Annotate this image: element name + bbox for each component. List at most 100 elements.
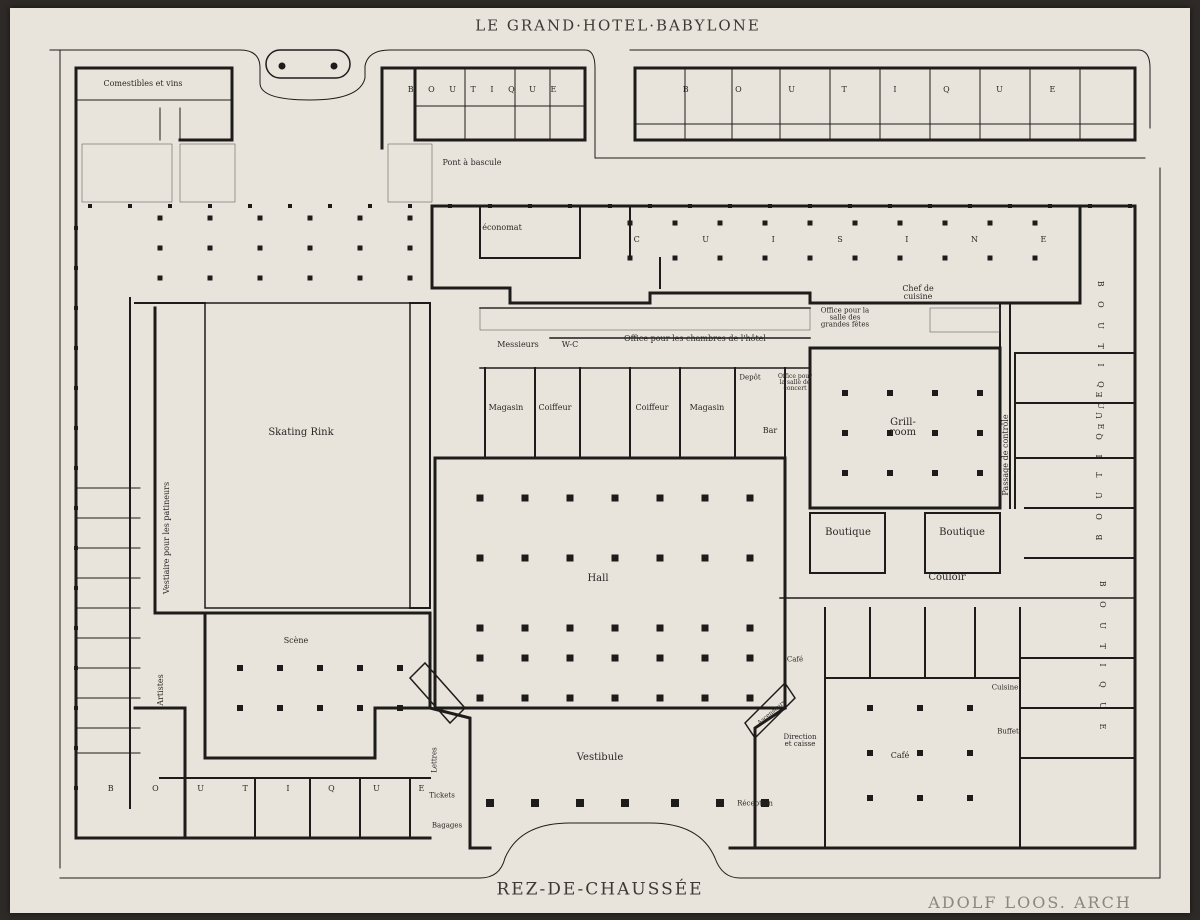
- column-mark: [207, 215, 213, 221]
- column-mark: [476, 654, 484, 662]
- column-mark: [611, 694, 619, 702]
- column-mark: [701, 624, 709, 632]
- column-mark: [932, 470, 938, 476]
- column-mark: [656, 554, 664, 562]
- column-mark: [74, 546, 78, 550]
- column-mark: [1048, 204, 1052, 208]
- column-mark: [74, 706, 78, 710]
- column-mark: [528, 204, 532, 208]
- column-mark: [611, 624, 619, 632]
- column-mark: [74, 226, 78, 230]
- column-mark: [768, 204, 772, 208]
- room-label-chef-de-cuisine: Chef de cuisine: [902, 284, 934, 301]
- column-mark: [897, 220, 903, 226]
- column-mark: [887, 430, 893, 436]
- column-mark: [807, 220, 813, 226]
- column-mark: [407, 275, 413, 281]
- room-label-office-salle-fetes: Office pour la salle des grandes fêtes: [820, 306, 870, 329]
- column-mark: [656, 494, 664, 502]
- column-mark: [1128, 204, 1132, 208]
- room-label-couloir: Couloir: [928, 572, 966, 583]
- column-mark: [317, 705, 323, 711]
- room-label-cuisine: C U I S I N E: [633, 235, 1077, 244]
- columns: [74, 204, 1132, 807]
- column-mark: [701, 494, 709, 502]
- column-mark: [237, 665, 243, 671]
- room-label-boutique-right-3: B O U T I Q U E: [1098, 580, 1107, 736]
- column-mark: [887, 470, 893, 476]
- column-mark: [932, 390, 938, 396]
- column-mark: [248, 204, 252, 208]
- column-mark: [746, 694, 754, 702]
- column-mark: [761, 799, 769, 807]
- column-mark: [566, 624, 574, 632]
- column-mark: [848, 204, 852, 208]
- room-label-boutique-small-left: Boutique: [825, 527, 871, 538]
- column-mark: [288, 204, 292, 208]
- column-mark: [701, 554, 709, 562]
- room-label-skating-rink: Skating Rink: [268, 427, 334, 438]
- column-mark: [357, 245, 363, 251]
- room-label-pont-a-bascule: Pont à bascule: [442, 158, 502, 167]
- room-label-vestibule: Vestibule: [576, 752, 624, 763]
- column-mark: [887, 390, 893, 396]
- wall-comestibles: [74, 66, 234, 210]
- column-mark: [656, 654, 664, 662]
- column-mark: [566, 694, 574, 702]
- column-mark: [621, 799, 629, 807]
- column-mark: [611, 554, 619, 562]
- column-mark: [521, 554, 529, 562]
- room-label-messieurs: Messieurs: [497, 340, 539, 349]
- column-mark: [74, 786, 78, 790]
- column-mark: [407, 215, 413, 221]
- column-mark: [566, 554, 574, 562]
- column-mark: [717, 255, 723, 261]
- column-mark: [237, 705, 243, 711]
- column-mark: [357, 215, 363, 221]
- column-mark: [476, 554, 484, 562]
- hall-outline: [433, 456, 787, 710]
- column-mark: [448, 204, 452, 208]
- column-mark: [671, 799, 679, 807]
- wall-boutique-top-mid: [380, 66, 587, 150]
- column-mark: [842, 430, 848, 436]
- column-mark: [207, 245, 213, 251]
- room-label-scene: Scène: [283, 636, 309, 645]
- column-mark: [968, 204, 972, 208]
- column-mark: [987, 255, 993, 261]
- column-mark: [648, 204, 652, 208]
- column-mark: [842, 390, 848, 396]
- column-mark: [897, 255, 903, 261]
- column-mark: [688, 204, 692, 208]
- wall-vestibule: [428, 705, 788, 850]
- column-mark: [397, 705, 403, 711]
- column-mark: [762, 255, 768, 261]
- column-mark: [208, 204, 212, 208]
- column-mark: [168, 204, 172, 208]
- column-mark: [307, 245, 313, 251]
- room-label-bagages: Bagages: [431, 821, 463, 830]
- column-mark: [74, 746, 78, 750]
- column-mark: [746, 554, 754, 562]
- floor-plan-drawing: [49, 49, 1161, 879]
- column-mark: [317, 665, 323, 671]
- room-label-coiffeur-right: Coiffeur: [635, 403, 669, 412]
- column-mark: [157, 275, 163, 281]
- column-mark: [257, 245, 263, 251]
- room-label-cafe-small: Café: [786, 655, 804, 664]
- column-mark: [74, 306, 78, 310]
- column-mark: [307, 215, 313, 221]
- wall-boutique-top-right: [633, 66, 1137, 142]
- column-mark: [608, 204, 612, 208]
- room-label-boutique-small-right: Boutique: [939, 527, 985, 538]
- column-mark: [1032, 255, 1038, 261]
- room-label-boutique-right-2: B O U T I Q U E: [1095, 385, 1104, 541]
- column-mark: [397, 665, 403, 671]
- room-label-lettres: Lettres: [430, 747, 439, 773]
- column-mark: [867, 705, 873, 711]
- column-mark: [656, 694, 664, 702]
- column-mark: [307, 275, 313, 281]
- room-label-boutique-bottom: B O U T I Q U E: [107, 784, 443, 793]
- column-mark: [917, 705, 923, 711]
- column-mark: [672, 220, 678, 226]
